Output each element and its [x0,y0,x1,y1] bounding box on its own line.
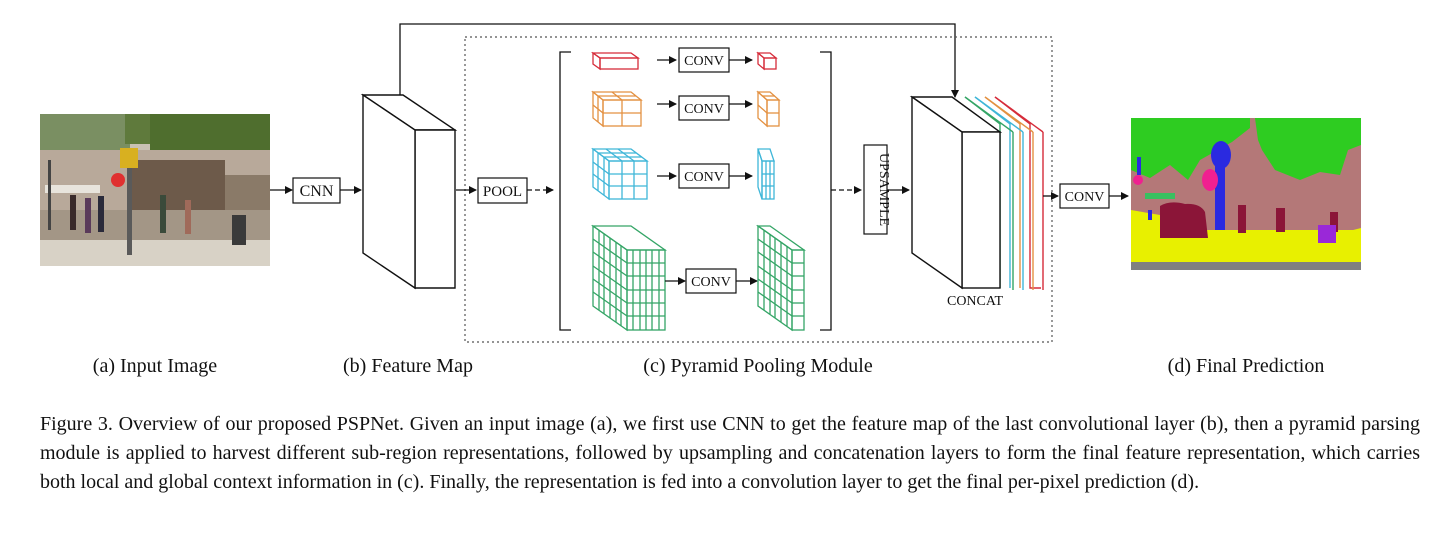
final-conv-label: CONV [1065,190,1105,205]
conv-box-2 [678,95,730,121]
concat-stack [909,95,1044,290]
input-image [40,114,270,266]
subcaption-feature-map: (b) Feature Map [343,355,473,377]
reduced-feature-3 [757,148,775,200]
final-prediction-map [1131,118,1361,270]
pooled-feature-2x2 [591,90,643,128]
pooled-feature-6x6 [590,224,668,332]
reduced-feature-1 [756,51,778,71]
pyramid-level-2: CONV [591,90,781,128]
subcaption-input-image: (a) Input Image [93,355,218,377]
left-bracket [559,51,571,331]
reduced-feature-2 [756,90,781,128]
cnn-label: CNN [300,183,334,200]
conv-label-1: CONV [684,54,724,69]
figure-caption: Figure 3. Overview of our proposed PSPNe… [40,413,1420,493]
pspnet-diagram: CNN POOL CONV [40,23,1361,377]
pyramid-level-1: CONV [590,47,778,73]
subcaption-pyramid-pooling-module: (c) Pyramid Pooling Module [643,355,873,377]
right-bracket [820,51,832,331]
pooled-feature-3x3 [591,147,649,201]
skip-connection [399,23,959,98]
pyramid-level-3: CONV [591,147,775,201]
reduced-feature-4 [755,224,807,332]
conv-label-2: CONV [684,102,724,117]
pyramid-level-4: CONV [590,224,807,332]
upsample-label: UPSAMPLE [876,153,891,226]
pool-label: POOL [483,184,522,200]
conv-box-4 [685,268,737,294]
conv-label-4: CONV [691,275,731,290]
pooled-feature-1x1 [590,51,641,71]
subcaption-final-prediction: (d) Final Prediction [1168,355,1325,377]
concat-label: CONCAT [947,294,1003,309]
conv-label-3: CONV [684,170,724,185]
feature-map-block [360,93,458,290]
pool-box [477,177,528,204]
